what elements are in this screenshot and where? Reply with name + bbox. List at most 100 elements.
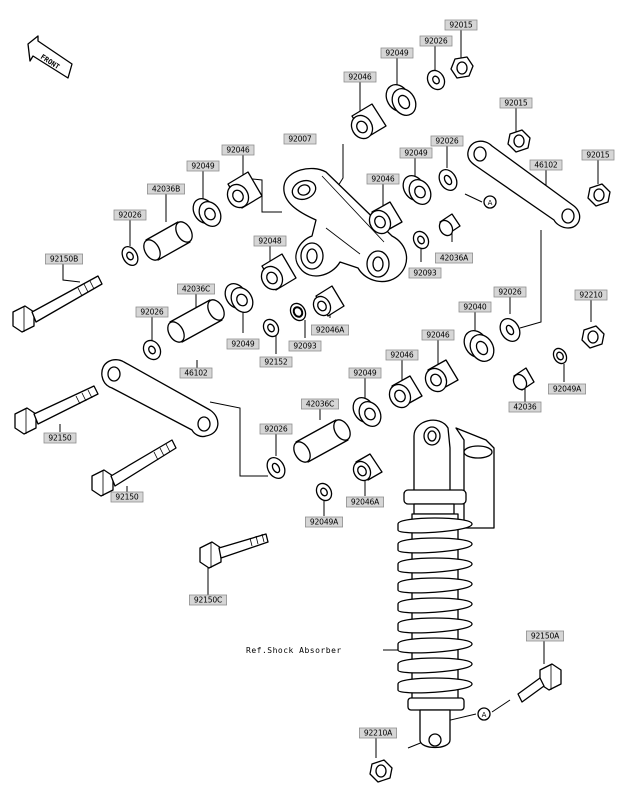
part-label-box — [499, 97, 533, 109]
seal-92040 — [463, 330, 495, 362]
part-label-box — [526, 630, 565, 642]
part-label-box — [300, 398, 339, 410]
part-label-92049A-b: 92049A — [304, 516, 343, 528]
part-label-box — [548, 383, 587, 395]
part-label-box — [176, 283, 215, 295]
part-number-text: 92015 — [449, 21, 473, 30]
front-arrow-icon: FRONT — [27, 35, 73, 79]
rocker-arm-92007 — [283, 167, 408, 283]
part-number-text: 92046 — [371, 175, 395, 184]
seal-92049-mid — [402, 175, 432, 205]
washer-92026-r2 — [499, 318, 521, 342]
part-label-92046-left: 92046 — [221, 144, 255, 156]
bearing-92046-left — [226, 171, 263, 209]
part-label-92026-b: 92026 — [259, 423, 293, 435]
part-label-42036C-b: 42036C — [300, 398, 339, 410]
bearing-92046-top — [350, 103, 387, 140]
part-number-text: 92007 — [288, 135, 312, 144]
part-label-92049-top: 92049 — [380, 47, 414, 59]
bearing-92046-r2 — [424, 359, 459, 393]
part-number-text: 92093 — [413, 269, 437, 278]
seal-92049-r3 — [352, 397, 382, 427]
part-label-box — [304, 516, 343, 528]
part-label-46102-right: 46102 — [529, 159, 563, 171]
part-number-text: 42036A — [440, 254, 469, 263]
part-label-box — [358, 727, 397, 739]
part-label-92150C: 92150C — [188, 594, 227, 606]
sleeve-42036C — [167, 299, 225, 343]
spring-coils — [397, 517, 473, 694]
part-number-text: 92150B — [50, 255, 78, 264]
ref-marker-a-2: A — [477, 707, 491, 721]
part-label-92046A-b: 92046A — [345, 496, 384, 508]
part-label-92040: 92040 — [458, 301, 492, 313]
sleeve-42036B — [143, 221, 193, 261]
part-label-box — [43, 432, 77, 444]
part-label-92026-left: 92026 — [113, 209, 147, 221]
part-number-text: 92026 — [424, 37, 448, 46]
part-label-box — [343, 71, 377, 83]
part-label-92210A: 92210A — [358, 727, 397, 739]
nut-92015-top — [450, 56, 474, 79]
part-label-box — [179, 367, 213, 379]
part-label-box — [283, 133, 317, 145]
ref-marker-a-1: A — [483, 195, 497, 209]
seal-92093-a — [412, 230, 430, 250]
part-number-text: 92046A — [351, 498, 380, 507]
part-number-text: 92049A — [310, 518, 339, 527]
part-label-box — [113, 209, 147, 221]
part-label-92007: 92007 — [283, 133, 317, 145]
tie-rod-46102-left — [101, 359, 219, 438]
part-label-box — [399, 147, 433, 159]
part-number-text: 92015 — [586, 151, 610, 160]
part-label-box — [253, 235, 287, 247]
part-number-text: 92049A — [553, 385, 582, 394]
shock-absorber — [397, 419, 495, 749]
seal-92049-left — [192, 198, 222, 227]
part-label-92026-mid: 92026 — [430, 135, 464, 147]
part-number-text: 92026 — [118, 211, 142, 220]
part-label-box — [345, 496, 384, 508]
part-label-box — [421, 329, 455, 341]
part-label-92046-r2: 92046 — [421, 329, 455, 341]
seal-92049A-a — [552, 347, 568, 365]
bearing-92048 — [260, 253, 297, 291]
bearing-92046A-b — [352, 453, 383, 482]
part-number-text: 92049 — [231, 340, 255, 349]
part-label-box — [458, 301, 492, 313]
part-label-92093-b: 92093 — [288, 340, 322, 352]
part-number-text: 92049 — [353, 369, 377, 378]
bolt-92150 — [14, 385, 99, 435]
part-number-text: 92046A — [316, 326, 345, 335]
nut-92015-far — [587, 183, 611, 207]
part-number-text: 92046 — [348, 73, 372, 82]
part-number-text: 92026 — [140, 308, 164, 317]
part-label-92015-top: 92015 — [444, 19, 478, 31]
part-number-text: 92048 — [258, 237, 282, 246]
washer-92026-b — [266, 457, 286, 479]
part-label-42036B: 42036B — [146, 183, 185, 195]
part-number-text: 92026 — [498, 288, 522, 297]
part-label-box — [226, 338, 260, 350]
part-number-text: 92040 — [463, 303, 487, 312]
part-number-text: 42036C — [182, 285, 210, 294]
part-label-92150B: 92150B — [45, 253, 84, 265]
bearing-92046-mid — [368, 201, 403, 235]
part-label-box — [221, 144, 255, 156]
part-number-text: 92150 — [115, 493, 139, 502]
part-label-92049-l2: 92049 — [226, 338, 260, 350]
part-number-text: 46102 — [534, 161, 558, 170]
seal-92049A-b — [315, 482, 333, 502]
part-number-text: 42036B — [152, 185, 180, 194]
part-label-box — [135, 306, 169, 318]
sleeve-42036C-b — [293, 419, 351, 463]
part-label-92210: 92210 — [574, 289, 608, 301]
collar-42036 — [512, 367, 535, 391]
part-label-box — [110, 491, 144, 503]
part-label-92152: 92152 — [259, 356, 293, 368]
seal-92049-l2 — [224, 283, 254, 313]
collar-92152 — [262, 318, 280, 338]
part-number-text: 46102 — [184, 369, 208, 378]
part-label-box — [186, 160, 220, 172]
